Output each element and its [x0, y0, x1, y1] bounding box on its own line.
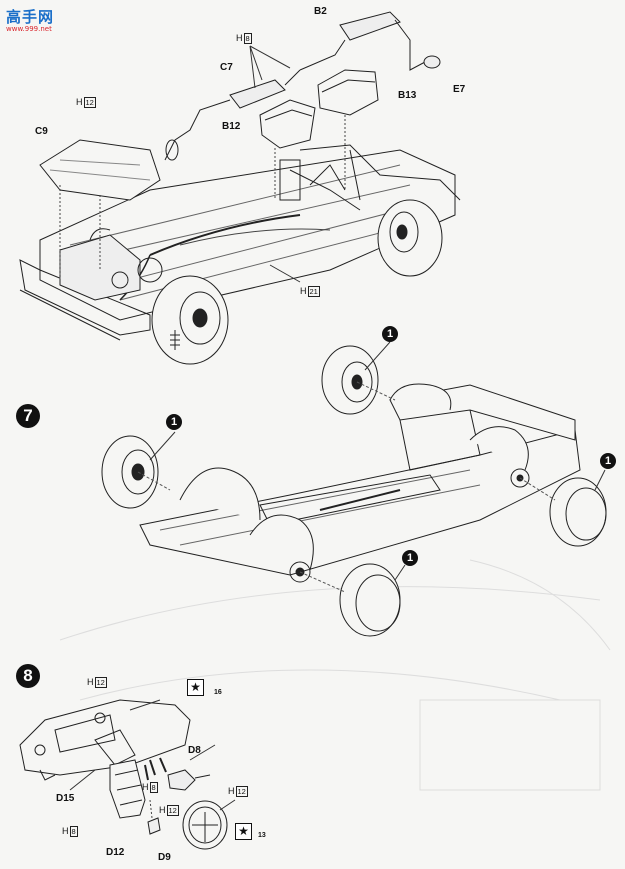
label-c9: C9 [35, 126, 48, 137]
label-d9: D9 [158, 852, 171, 863]
step8-part-d12 [148, 818, 160, 834]
label-h21-box: 21 [307, 286, 320, 297]
watermark-logo: 高手网 www.999.net [6, 6, 54, 33]
top-rear-suspension [290, 145, 460, 210]
label-h8-pedal-box: 8 [149, 782, 158, 793]
label-h12-wheel-box: 12 [235, 786, 248, 797]
label-b2: B2 [314, 6, 327, 17]
top-part-c7-pipe [230, 80, 285, 108]
top-rear-wheel [378, 200, 442, 276]
label-h12-top-letter: H [76, 97, 83, 107]
wheel-ref-badge: 1 [600, 453, 616, 469]
label-d12: D12 [106, 847, 125, 858]
step8-center-console [110, 760, 145, 818]
label-c7: C7 [220, 62, 233, 73]
top-part-c9-plate [40, 140, 160, 200]
wheel-ref-badge: 1 [382, 326, 398, 342]
step-8-badge: 8 [16, 664, 40, 688]
decal-number-13: 13 [258, 832, 266, 839]
watermark-url: www.999.net [6, 25, 52, 33]
decal-star-16: ★ [187, 679, 204, 696]
step7-wheel-front-right [340, 564, 400, 636]
top-chassis-drawing [20, 12, 460, 364]
label-h12-wheel-letter: H [228, 786, 235, 796]
top-front-bumper [20, 260, 150, 335]
decal-star-13: ★ [235, 823, 252, 840]
step8-dashboard-body [20, 700, 190, 775]
step7-wheel-rear-left [322, 346, 378, 414]
label-h8-top-letter: H [236, 33, 243, 43]
watermark-text: 高手网 [6, 8, 55, 26]
top-part-b2-muffler [340, 12, 400, 40]
background-ghost-outline [60, 560, 610, 790]
top-front-wheel [152, 276, 228, 364]
label-h12-d12-box: 12 [166, 805, 179, 816]
label-e7: E7 [453, 84, 466, 95]
top-part-b13-tank [318, 70, 378, 115]
top-part-e7-cap [424, 56, 440, 68]
label-d15: D15 [56, 793, 75, 804]
step7-wheel-front-left [102, 436, 158, 508]
label-h12-top-box: 12 [83, 97, 96, 108]
label-h8-console-letter: H [62, 826, 69, 836]
label-h12-d12-letter: H [159, 805, 166, 815]
step8-part-d8 [168, 770, 195, 790]
label-h8-top-box: 8 [243, 33, 252, 44]
label-b13: B13 [398, 90, 417, 101]
label-b12: B12 [222, 121, 241, 132]
decal-number-16: 16 [214, 689, 222, 696]
step8-dashboard-drawing [20, 700, 235, 849]
label-h8-pedal-letter: H [142, 782, 149, 792]
step8-steering-wheel-d9 [183, 801, 227, 849]
step7-front-fender [180, 468, 260, 520]
step-7-badge: 7 [16, 404, 40, 428]
step7-chassis-floor [140, 430, 580, 575]
step7-chassis-drawing [102, 342, 606, 636]
step7-wheel-rear-right [550, 478, 606, 546]
label-h21-letter: H [300, 286, 307, 296]
label-d8: D8 [188, 745, 201, 756]
wheel-ref-badge: 1 [402, 550, 418, 566]
label-h12-dash-letter: H [87, 677, 94, 687]
label-h8-console-box: 8 [69, 826, 78, 837]
label-h12-dash-box: 12 [94, 677, 107, 688]
wheel-ref-badge: 1 [166, 414, 182, 430]
top-part-b12-cover [260, 100, 315, 148]
